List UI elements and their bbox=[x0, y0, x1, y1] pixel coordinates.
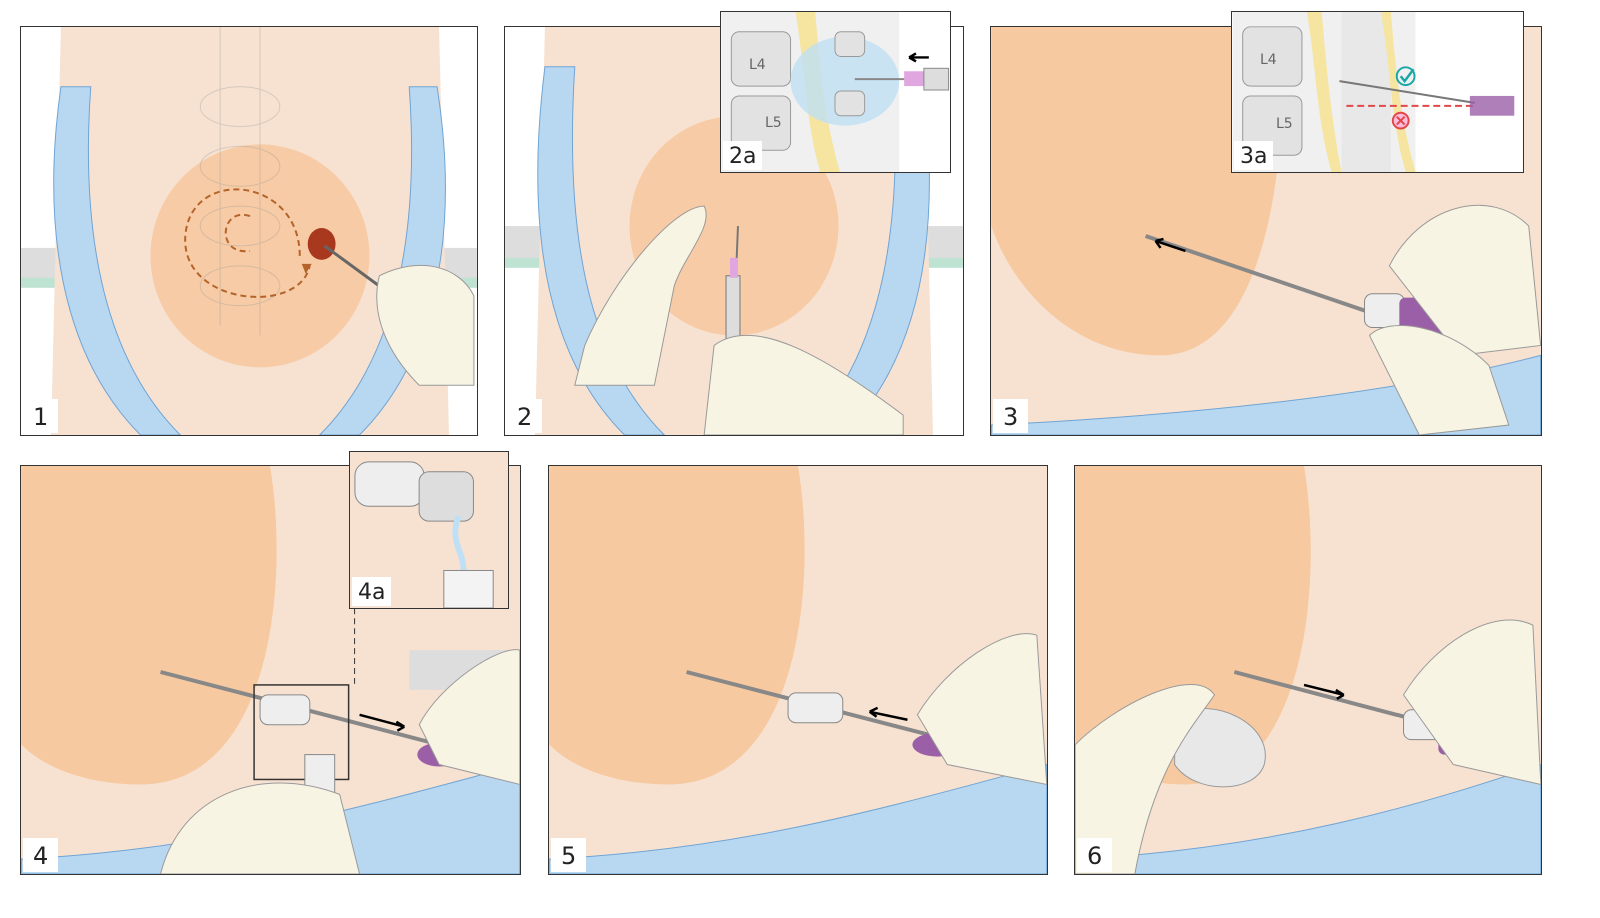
gloved-hand-right bbox=[703, 334, 904, 435]
gloved-hand bbox=[916, 633, 1047, 785]
panel-5-stylet-reinsertion: 5 bbox=[548, 465, 1048, 875]
panel-3-needle-insertion: 3 bbox=[990, 26, 1542, 436]
arrow-left-icon bbox=[908, 52, 929, 63]
gauze-pad bbox=[1174, 707, 1266, 788]
gloved-hand bbox=[376, 264, 475, 386]
gloved-hand bbox=[1388, 204, 1541, 356]
vertebra-label: L5 bbox=[1276, 116, 1293, 132]
arrow-icon bbox=[1303, 683, 1345, 700]
swab bbox=[307, 228, 336, 260]
step-label: 4 bbox=[23, 838, 59, 872]
inset-label: 4a bbox=[352, 577, 392, 606]
step-label: 3 bbox=[993, 399, 1029, 433]
vertebra-label: L4 bbox=[749, 57, 766, 73]
arrow-icon bbox=[359, 713, 406, 732]
step-label: 5 bbox=[551, 838, 587, 872]
gloved-hand-left bbox=[574, 205, 707, 386]
check-icon bbox=[1395, 66, 1416, 87]
arrow-icon bbox=[301, 263, 312, 274]
syringe bbox=[725, 275, 741, 346]
arrow-icon bbox=[1154, 237, 1186, 253]
gloved-hand bbox=[418, 649, 520, 786]
vertebra-label: L4 bbox=[1260, 52, 1277, 68]
step-label: 1 bbox=[23, 399, 59, 433]
vertebra-label: L5 bbox=[765, 115, 782, 131]
inset-label: 3a bbox=[1234, 141, 1274, 170]
inset-4a-csf-drip: 4a bbox=[349, 451, 509, 609]
inset-2a-spine-crosssection: L4 L5 2a bbox=[720, 11, 951, 173]
gloved-hand-left bbox=[1075, 684, 1216, 874]
inset-label: 2a bbox=[723, 141, 763, 170]
arrow-icon bbox=[868, 706, 908, 721]
inset-3a-needle-angle: L4 L5 3a bbox=[1231, 11, 1524, 173]
gloved-hand-right bbox=[1402, 619, 1541, 785]
step-label: 2 bbox=[507, 399, 543, 433]
panel-1-illustration bbox=[21, 27, 477, 435]
panel-1-skin-disinfection: 1 bbox=[20, 26, 478, 436]
panel-6-needle-removal: 6 bbox=[1074, 465, 1542, 875]
step-label: 6 bbox=[1077, 838, 1113, 872]
